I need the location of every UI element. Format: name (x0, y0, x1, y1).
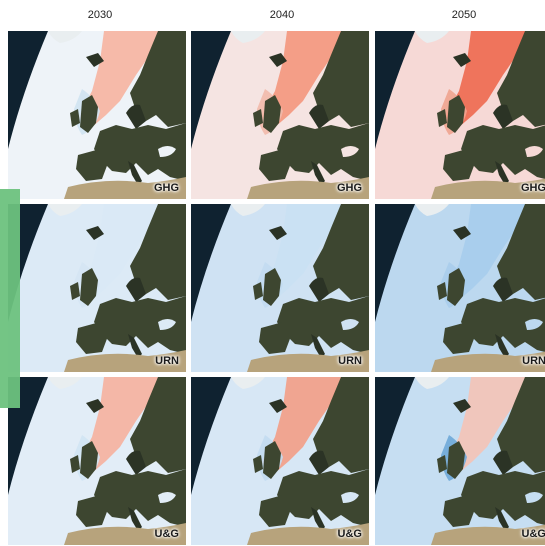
europe-map (375, 377, 545, 545)
europe-map (8, 31, 186, 199)
scenario-label: GHG (336, 182, 362, 194)
europe-map (375, 204, 545, 372)
map-panel-urn-2040: URN (191, 204, 369, 372)
map-panel-ghg-2050: GHG (375, 31, 545, 199)
europe-map (191, 31, 369, 199)
europe-map (191, 377, 369, 545)
column-header-3: 2050 (451, 9, 477, 21)
map-panel-uandg-2030: U&G (8, 377, 186, 545)
scenario-label: URN (155, 355, 179, 367)
map-panel-uandg-2040: U&G (191, 377, 369, 545)
column-header-2: 2040 (269, 9, 295, 21)
scenario-label: URN (522, 355, 545, 367)
scenario-label: GHG (520, 182, 545, 194)
column-header-1: 2030 (87, 9, 113, 21)
map-panel-urn-2050: URN (375, 204, 545, 372)
map-panel-ghg-2030: GHG (8, 31, 186, 199)
europe-map (8, 377, 186, 545)
europe-map (191, 204, 369, 372)
scenario-label: U&G (337, 528, 362, 540)
scenario-label: U&G (521, 528, 545, 540)
scenario-label: URN (338, 355, 362, 367)
map-panel-uandg-2050: U&G (375, 377, 545, 545)
side-highlight-bar (0, 189, 20, 408)
scenario-label: U&G (154, 528, 179, 540)
scenario-label: GHG (153, 182, 179, 194)
europe-map (8, 204, 186, 372)
map-panel-ghg-2040: GHG (191, 31, 369, 199)
map-panel-urn-2030: URN (8, 204, 186, 372)
europe-map (375, 31, 545, 199)
